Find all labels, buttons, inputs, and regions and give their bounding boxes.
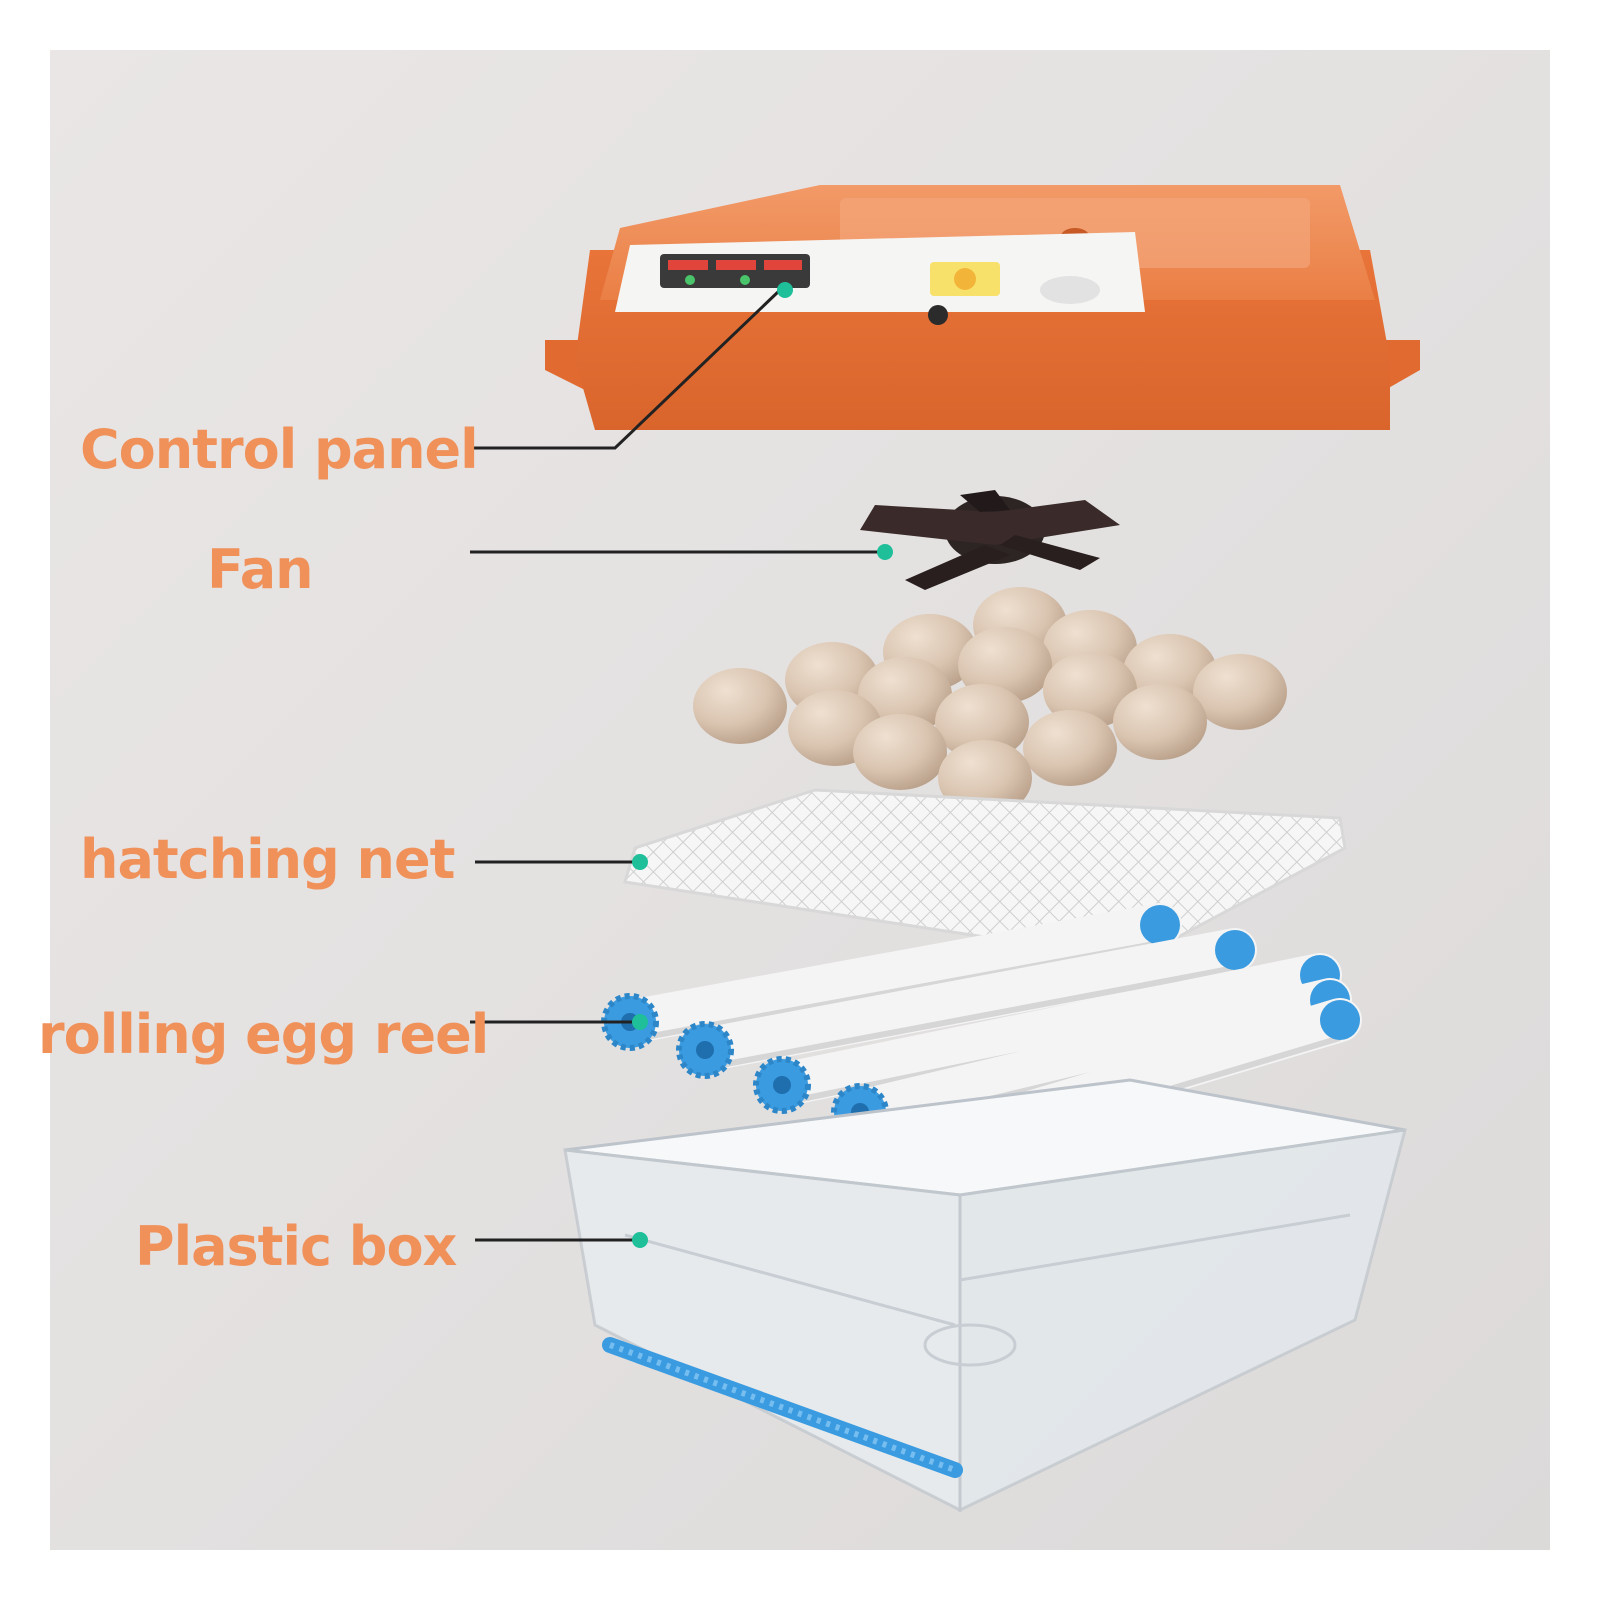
egg-icon bbox=[1023, 710, 1117, 786]
label-hatching-net: hatching net bbox=[80, 828, 455, 891]
control-panel-lid bbox=[545, 185, 1420, 430]
egg-icon bbox=[858, 657, 952, 733]
egg-icon bbox=[853, 714, 947, 790]
egg-icon bbox=[1043, 652, 1137, 728]
egg-icon bbox=[935, 684, 1029, 760]
power-knob-icon bbox=[928, 305, 948, 325]
markers bbox=[632, 282, 893, 1248]
rolling-egg-reels-group bbox=[601, 903, 1362, 1169]
rolling-egg-reel bbox=[676, 928, 1257, 1079]
leader-lines bbox=[470, 288, 880, 1242]
egg-icon bbox=[693, 668, 787, 744]
label-rolling-egg-reel: rolling egg reel bbox=[38, 1003, 489, 1066]
eggs-group bbox=[693, 587, 1287, 816]
label-fan: Fan bbox=[207, 538, 314, 601]
plastic-box bbox=[563, 1078, 1408, 1513]
label-plastic-box: Plastic box bbox=[135, 1215, 457, 1278]
egg-icon bbox=[1113, 684, 1207, 760]
control-display-panel bbox=[615, 232, 1145, 312]
egg-icon bbox=[958, 627, 1052, 703]
fan-icon bbox=[860, 490, 1120, 590]
label-control-panel: Control panel bbox=[80, 418, 479, 481]
egg-icon bbox=[1193, 654, 1287, 730]
